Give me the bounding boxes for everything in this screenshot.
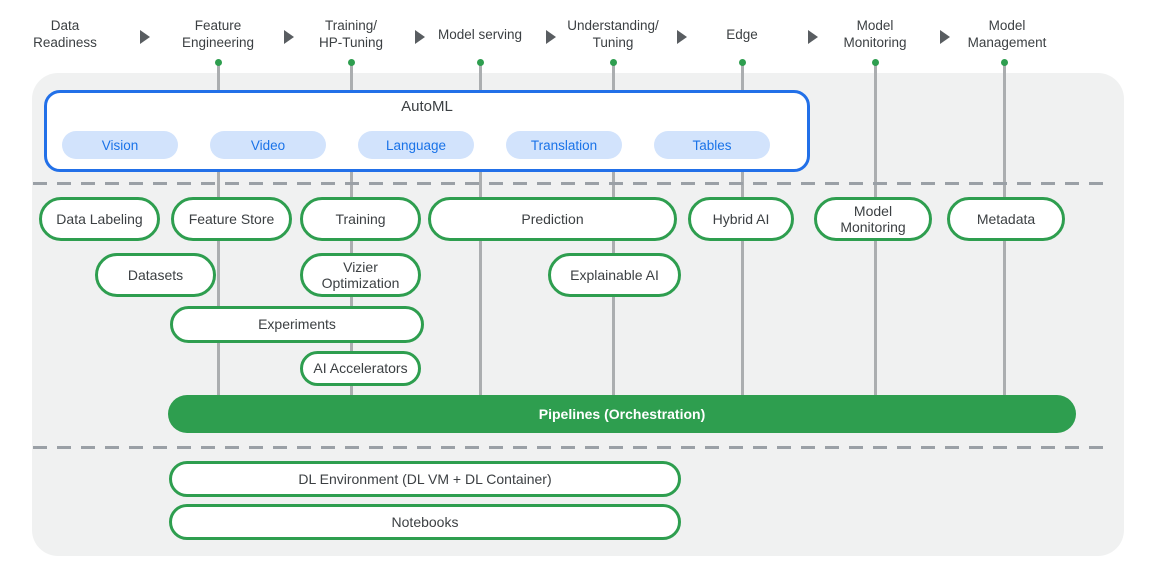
arrow-right-icon [284,30,294,44]
connector-dot-icon [214,59,222,66]
automl-title: AutoML [401,98,453,115]
pill-metadata: Metadata [947,197,1065,241]
automl-pill-video: Video [210,131,326,159]
connector-dot-icon [609,59,617,66]
pipelines-orchestration-bar: Pipelines (Orchestration) [168,395,1076,433]
arrow-right-icon [140,30,150,44]
pill-experiments: Experiments [170,306,424,343]
dashed-divider-top [33,182,1104,185]
stage-label-training-hp-tuning: Training/ HP-Tuning [318,18,384,50]
connector-dot-icon [1000,59,1008,66]
dashed-divider-bottom [33,446,1104,449]
pill-vizier-optimization: Vizier Optimization [300,253,421,297]
pill-data-labeling: Data Labeling [39,197,160,241]
connector-dot-icon [347,59,355,66]
pill-datasets: Datasets [95,253,216,297]
pill-explainable-ai: Explainable AI [548,253,681,297]
connector-dot-icon [871,59,879,66]
stage-label-model-serving: Model serving [437,26,523,42]
stage-label-data-readiness: Data Readiness [33,18,97,50]
pill-hybrid-ai: Hybrid AI [688,197,794,241]
pill-dl-environment: DL Environment (DL VM + DL Container) [169,461,681,497]
arrow-right-icon [677,30,687,44]
automl-pill-tables: Tables [654,131,770,159]
arrow-right-icon [415,30,425,44]
pill-notebooks: Notebooks [169,504,681,540]
connector-dot-icon [738,59,746,66]
arrow-right-icon [940,30,950,44]
stage-label-feature-engineering: Feature Engineering [181,18,255,50]
pill-feature-store: Feature Store [171,197,292,241]
pill-training: Training [300,197,421,241]
connector-dot-icon [476,59,484,66]
pill-model-monitoring: Model Monitoring [814,197,932,241]
automl-pill-translation: Translation [506,131,622,159]
pill-prediction: Prediction [428,197,677,241]
stage-label-model-management: Model Management [967,18,1047,50]
stage-label-understanding-tuning: Understanding/ Tuning [567,18,659,50]
stage-label-model-monitoring: Model Monitoring [843,18,907,50]
stage-label-edge: Edge [726,26,758,42]
automl-pill-vision: Vision [62,131,178,159]
automl-pill-language: Language [358,131,474,159]
arrow-right-icon [546,30,556,44]
arrow-right-icon [808,30,818,44]
pill-ai-accelerators: AI Accelerators [300,351,421,386]
